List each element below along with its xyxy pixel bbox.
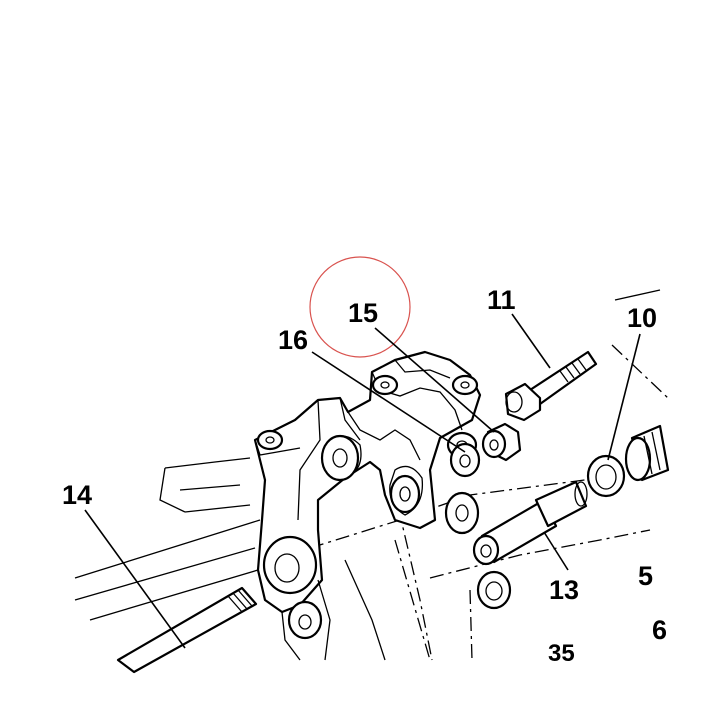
callout-5: 5 xyxy=(638,561,654,591)
callout-15: 15 xyxy=(348,298,379,328)
callout-14: 14 xyxy=(62,480,93,510)
highlight-circle xyxy=(309,256,411,358)
bolt-part-11 xyxy=(504,350,598,422)
callout-16: 16 xyxy=(278,325,309,355)
bearing xyxy=(624,424,670,482)
rod-part-14 xyxy=(116,586,258,674)
washer-part-16 xyxy=(449,442,481,478)
seal-part-10 xyxy=(586,454,626,498)
leader-lines xyxy=(84,313,641,649)
shaft-part-13 xyxy=(472,480,588,566)
nut-part-15 xyxy=(481,422,522,462)
callout-11: 11 xyxy=(487,285,516,315)
bushing xyxy=(476,570,512,610)
main-housing xyxy=(253,350,482,661)
callout-13: 13 xyxy=(549,575,580,605)
callout-35: 35 xyxy=(548,640,575,667)
callout-6: 6 xyxy=(652,615,668,645)
callout-10: 10 xyxy=(627,303,658,333)
frame-rails xyxy=(74,457,261,621)
